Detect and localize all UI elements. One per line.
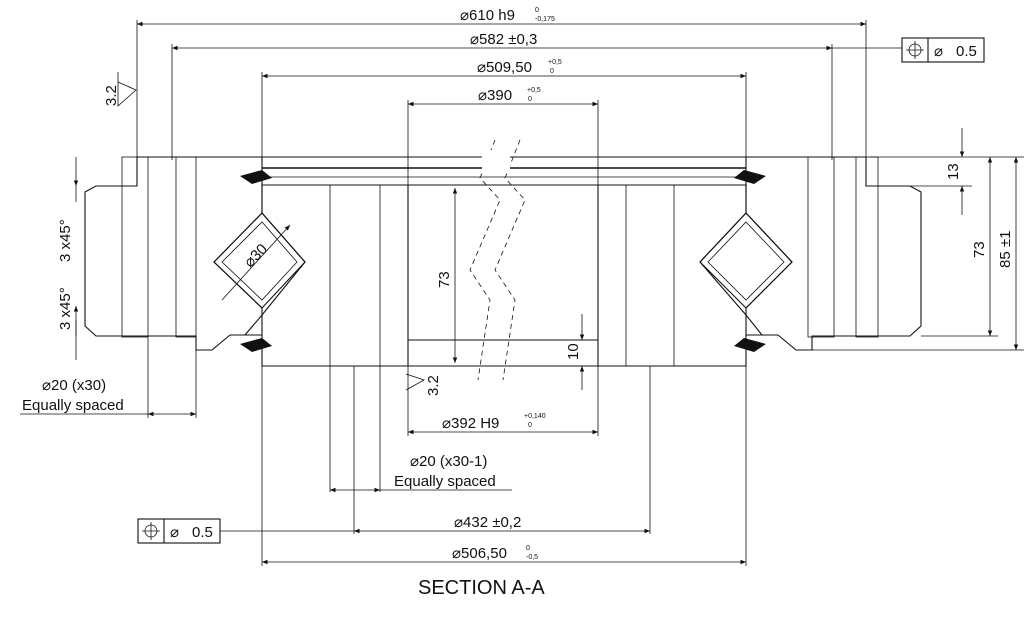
dim-506-label: ⌀506,50 — [452, 545, 507, 562]
break-lines — [469, 139, 526, 381]
section-title: SECTION A-A — [418, 577, 545, 599]
position-tolerance-frame-top — [901, 37, 985, 63]
chamfer-top-label: 3 x45° — [57, 219, 74, 262]
dimension-lines — [20, 20, 1024, 566]
dim-432-label: ⌀432 ±0,2 — [454, 514, 521, 531]
dim-610-label: ⌀610 h9 — [460, 7, 515, 24]
inner-hole-bore-left — [329, 184, 381, 367]
dim-73-outer-label: 73 — [971, 241, 988, 258]
tol-bottom-value: 0.5 — [192, 524, 213, 541]
dim-582-label: ⌀582 ±0,3 — [470, 31, 537, 48]
holes-outer-line1: ⌀20 (x30) — [42, 377, 106, 394]
roller-left — [213, 212, 306, 309]
outer-hole-bore-left-b — [175, 156, 197, 338]
inner-ring-left-section — [243, 184, 409, 367]
dim-392-label: ⌀392 H9 — [442, 415, 499, 432]
dim-392-tol-upper: +0,140 — [524, 413, 546, 420]
dim-390-tol-upper: +0,5 — [527, 87, 541, 94]
seals — [240, 170, 766, 352]
roughness-symbol-bottom — [405, 373, 425, 391]
tol-bottom-diameter: ⌀ — [170, 524, 179, 541]
dim-509-tol-upper: +0,5 — [548, 59, 562, 66]
inner-ring-right-section — [597, 184, 764, 367]
dim-506-tol-upper: 0 — [526, 545, 530, 552]
roller-right — [699, 212, 793, 309]
dim-610-tol-upper: 0 — [535, 7, 539, 14]
inner-hole-bore-right — [625, 184, 675, 367]
hatched-sections — [84, 156, 922, 367]
tol-top-value: 0.5 — [956, 43, 977, 60]
dim-13-label: 13 — [945, 163, 962, 180]
dim-73-inner-label: 73 — [436, 271, 453, 288]
dimension-texts: ⌀610 h9 0 -0,175 ⌀582 ±0,3 ⌀509,50 +0,5 … — [22, 7, 1014, 599]
tol-top-diameter: ⌀ — [934, 43, 943, 60]
dim-85-label: 85 ±1 — [997, 231, 1014, 268]
holes-outer-line2: Equally spaced — [22, 397, 124, 414]
holes-inner-line1: ⌀20 (x30-1) — [410, 453, 487, 470]
dim-509-tol-lower: 0 — [550, 68, 554, 75]
position-tolerance-frame-bottom — [137, 518, 221, 544]
dim-392-tol-lower: 0 — [528, 422, 532, 429]
dim-610-tol-lower: -0,175 — [535, 16, 555, 23]
roughness-top-label: 3.2 — [103, 85, 120, 106]
dim-509-label: ⌀509,50 — [477, 59, 532, 76]
roughness-symbol-top — [117, 72, 137, 107]
outer-hole-bore-left — [121, 156, 149, 338]
outer-hole-bore-right-b — [855, 156, 879, 338]
roller-diameter-label: ⌀30 — [241, 241, 271, 271]
roughness-bottom-label: 3.2 — [425, 375, 442, 396]
outer-ring-left-section — [84, 156, 263, 351]
holes-inner-line2: Equally spaced — [394, 473, 496, 490]
dim-10-label: 10 — [565, 343, 582, 360]
chamfer-bottom-label: 3 x45° — [57, 287, 74, 330]
dim-506-tol-lower: -0,5 — [526, 554, 538, 561]
dim-390-label: ⌀390 — [478, 87, 512, 104]
dim-390-tol-lower: 0 — [528, 96, 532, 103]
outer-hole-bore-right — [807, 156, 835, 338]
